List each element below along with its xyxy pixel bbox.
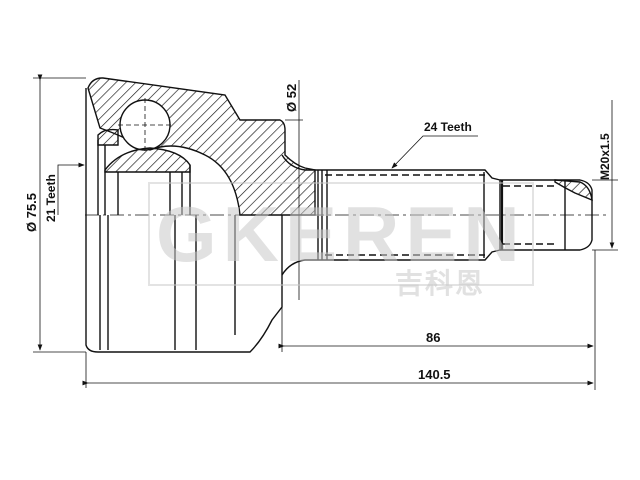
neck-diameter-label: Ø 52 [284,83,299,112]
inner-spline-label: 21 Teeth [44,174,58,222]
shaft-length-label: 86 [426,330,441,345]
shaft-spline-label: 24 Teeth [424,120,472,134]
thread-label: M20x1.5 [598,133,612,180]
outer-diameter-label: Ø 75.5 [24,192,39,232]
watermark-latin: GKEREN [148,182,534,286]
watermark-chinese: 吉科恩 [395,268,486,299]
total-length-label: 140.5 [418,367,451,382]
